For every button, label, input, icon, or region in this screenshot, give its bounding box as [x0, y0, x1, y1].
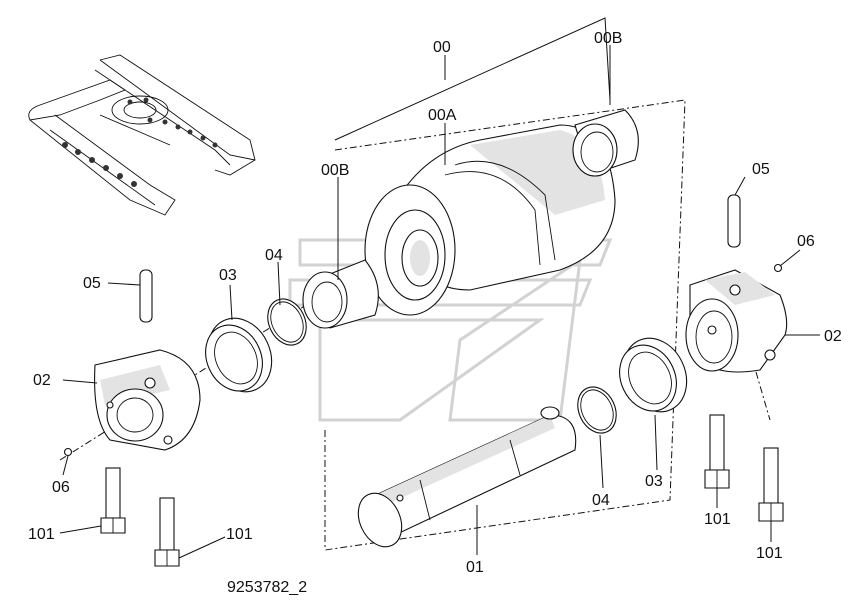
floating-seal-left: [205, 317, 273, 393]
bushing-left: [302, 259, 379, 329]
callout-101-b: 101: [226, 526, 253, 543]
callout-04-right: 04: [592, 492, 610, 509]
o-ring-right: [577, 386, 617, 434]
bolt-left-b: [154, 497, 180, 567]
callout-00: 00: [433, 39, 451, 56]
callout-bracket-00: [334, 17, 611, 141]
collar-left: [94, 349, 201, 451]
callout-02-left: 02: [33, 372, 51, 389]
bushing-right: [572, 109, 639, 177]
leader-lines: [59, 45, 820, 559]
o-ring-left: [267, 298, 307, 346]
callout-101-c: 101: [704, 511, 731, 528]
callout-02-right: 02: [824, 328, 842, 345]
track-roller-body: [364, 124, 616, 316]
shaft: [357, 406, 577, 548]
callout-labels: 00 00A 00B 00B 04 03 05 02 06 101 101 01…: [28, 30, 842, 576]
callout-04-left: 04: [265, 247, 283, 264]
callout-05-right: 05: [752, 161, 770, 178]
callout-101-a: 101: [28, 526, 55, 543]
callout-06-left: 06: [52, 479, 70, 496]
callout-101-d: 101: [756, 545, 783, 562]
callout-05-left: 05: [83, 275, 101, 292]
callout-00B-left: 00B: [321, 162, 349, 179]
plug-left: [63, 447, 73, 457]
bolt-right-b: [758, 447, 784, 522]
callout-00B-top: 00B: [594, 30, 622, 47]
bolt-left-a: [100, 467, 126, 534]
pin-right: [727, 194, 741, 248]
callout-03-right: 03: [645, 473, 663, 490]
callout-00A: 00A: [428, 107, 457, 124]
floating-seal-right: [619, 337, 688, 413]
bolt-right-a: [704, 414, 730, 489]
callout-01: 01: [466, 559, 484, 576]
collar-right: [685, 269, 788, 373]
track-frame-thumbnail: [28, 54, 256, 216]
callout-03-left: 03: [219, 267, 237, 284]
document-number: 9253782_2: [227, 579, 307, 596]
pin-left: [139, 269, 153, 323]
plug-right: [773, 263, 783, 273]
callout-06-right: 06: [797, 233, 815, 250]
